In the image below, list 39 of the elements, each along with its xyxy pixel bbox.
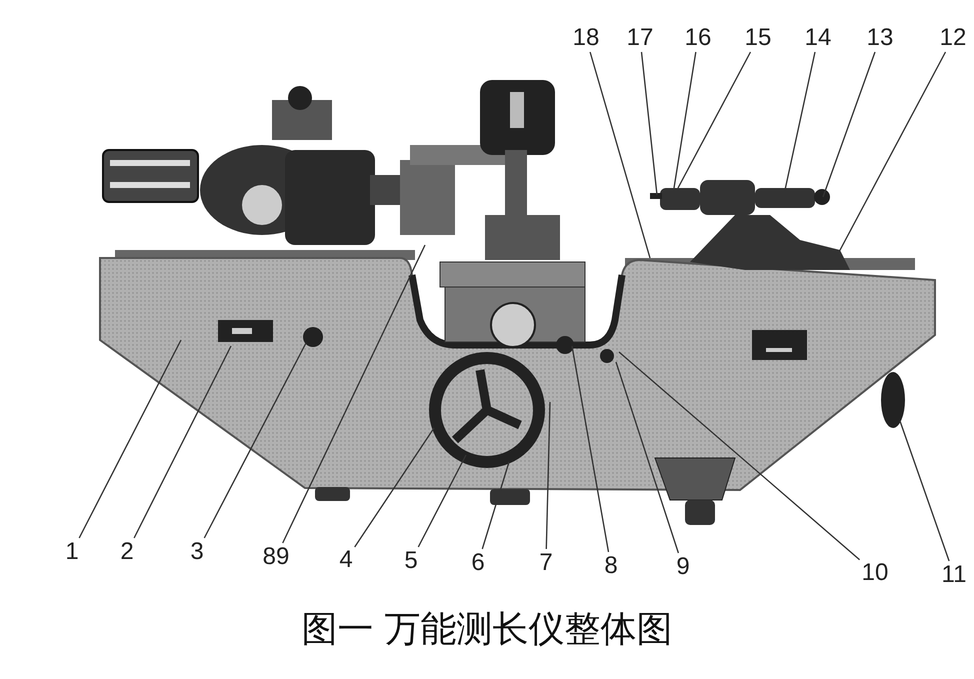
callout-number: 5 <box>404 548 418 574</box>
leader-line <box>204 342 307 538</box>
callout-number: 89 <box>262 544 290 570</box>
leader-line <box>418 454 467 548</box>
leader-line <box>784 52 816 190</box>
leader-line <box>899 420 950 562</box>
callout-number: 16 <box>684 25 712 51</box>
leader-line <box>618 352 860 560</box>
callout-number: 14 <box>804 25 832 51</box>
leader-line <box>134 346 232 538</box>
leader-line <box>482 462 510 550</box>
callout-number: 12 <box>940 25 966 51</box>
leader-line <box>78 340 182 538</box>
callout-number: 1 <box>65 539 79 565</box>
leader-line <box>677 52 752 188</box>
callout-number: 11 <box>942 562 966 588</box>
leader-line <box>589 52 651 258</box>
leader-line <box>640 52 658 196</box>
callout-number: 4 <box>339 547 353 573</box>
callout-number: 6 <box>471 550 485 576</box>
callout-number: 3 <box>190 539 204 565</box>
leader-line <box>673 52 696 188</box>
leader-line <box>838 52 946 252</box>
callout-number: 2 <box>120 539 134 565</box>
leader-line <box>615 362 680 554</box>
leader-line <box>571 346 610 552</box>
callout-number: 7 <box>539 550 553 576</box>
leader-line <box>546 402 551 550</box>
callout-number: 17 <box>626 25 654 51</box>
callout-number: 8 <box>604 553 618 579</box>
leader-line <box>354 428 435 548</box>
callout-number: 9 <box>676 554 690 580</box>
leader-line <box>282 244 426 544</box>
callout-number: 10 <box>862 560 888 586</box>
callout-number: 18 <box>572 25 600 51</box>
callout-number: 13 <box>866 25 894 51</box>
figure-caption: 图一 万能测长仪整体图 <box>301 608 673 652</box>
leader-line <box>822 52 876 198</box>
callout-number: 15 <box>744 25 772 51</box>
